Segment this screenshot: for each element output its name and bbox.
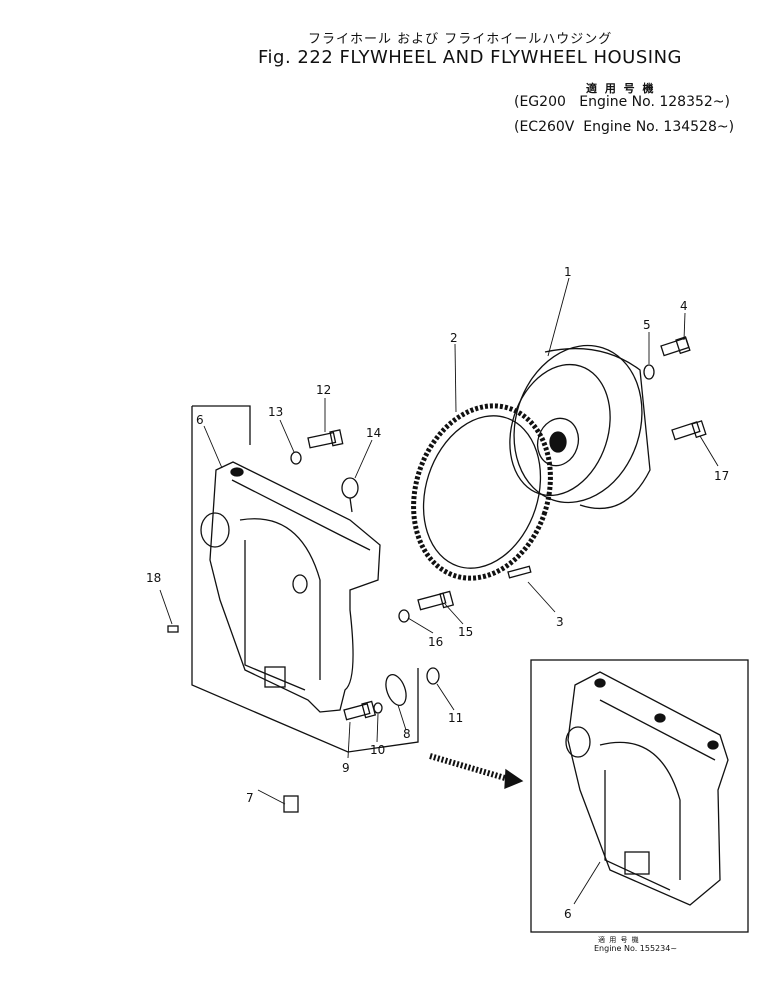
callout-11: 11 (448, 711, 463, 725)
inset-arrow (429, 753, 506, 781)
callout-8: 8 (403, 727, 411, 741)
plug-18 (167, 625, 179, 633)
applicability-eg200: (EG200 Engine No. 128352~) (514, 94, 730, 110)
bracket-line (191, 406, 419, 753)
callout-12: 12 (316, 383, 331, 397)
callout-16: 16 (428, 635, 443, 649)
callout-9: 9 (342, 761, 350, 775)
washer-16 (398, 609, 410, 623)
bolt-9 (343, 700, 377, 721)
bracket-line (192, 405, 251, 445)
washer-10 (373, 702, 383, 714)
washer-5 (643, 364, 655, 380)
callout-18: 18 (146, 571, 161, 585)
inset-engine-no: Engine No. 155234~ (594, 944, 678, 953)
applicability-label-jp: 適 用 号 機 (586, 82, 656, 95)
bolt-4 (660, 336, 691, 357)
callout-14: 14 (366, 426, 381, 440)
flywheel-housing-part (200, 461, 381, 713)
title-japanese: フライホール および フライホイールハウジング (308, 32, 613, 47)
cover-8 (385, 674, 407, 706)
dowel-pin-part (507, 565, 532, 579)
callout-6-inset: 6 (564, 907, 572, 921)
inset-arrowhead (504, 768, 524, 789)
bolt-12 (307, 429, 344, 449)
inset-frame (530, 659, 749, 933)
callout-17: 17 (714, 469, 729, 483)
callout-4: 4 (680, 299, 688, 313)
leader-lines (159, 277, 719, 905)
callout-3: 3 (556, 615, 564, 629)
inset-applicability-jp: 適 用 号 機 (598, 936, 640, 944)
callout-7: 7 (246, 791, 254, 805)
callout-2: 2 (450, 331, 458, 345)
inset-housing-part (565, 671, 729, 906)
washer-13 (290, 451, 302, 465)
applicability-ec260v: (EC260V Engine No. 134528~) (514, 119, 735, 135)
callout-6: 6 (196, 413, 204, 427)
eye-bolt-14 (341, 477, 359, 513)
callout-5: 5 (643, 318, 651, 332)
callout-1: 1 (564, 265, 572, 279)
seal-11 (426, 667, 440, 685)
figure-title: Fig. 222 FLYWHEEL AND FLYWHEEL HOUSING (258, 47, 683, 68)
bolt-15 (417, 590, 455, 611)
callout-10: 10 (370, 743, 385, 757)
callout-13: 13 (268, 405, 283, 419)
callout-15: 15 (458, 625, 473, 639)
bolt-17 (671, 420, 707, 441)
plug-7 (283, 795, 299, 813)
ring-gear-part (411, 403, 553, 581)
